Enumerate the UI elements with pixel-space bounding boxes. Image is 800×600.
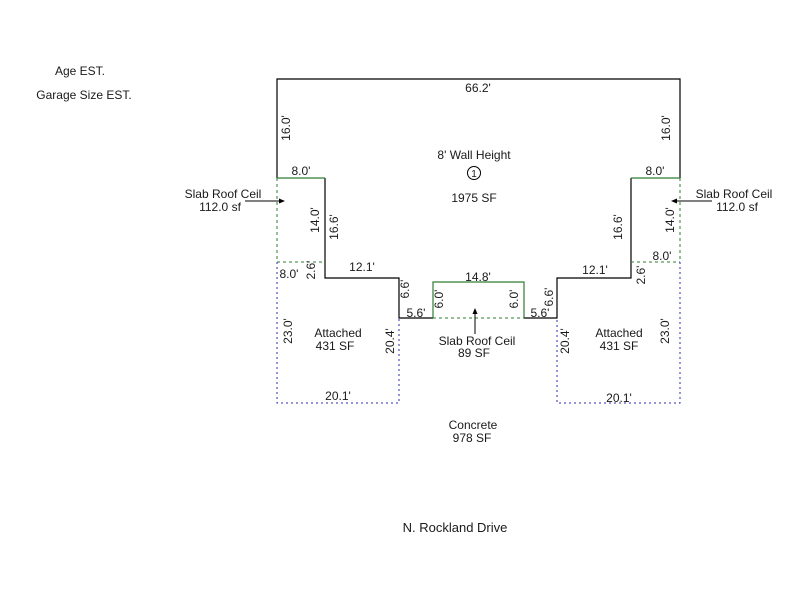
center-slab-arrowhead [472,308,478,314]
dim-right-side: 16.6' [611,214,625,240]
floor-number-marker [467,166,481,180]
center-slab-area: 89 SF [458,346,490,360]
street-name: N. Rockland Drive [403,520,508,535]
dim-right-notch-top: 8.0' [646,164,665,178]
right-slab-area: 112.0 sf [716,200,758,214]
wall-height-label: 8' Wall Height [437,148,511,162]
dim-top: 66.2' [465,81,491,95]
house-lower-right-walls [524,178,632,319]
dim-right-small: 2.6' [634,266,648,285]
dim-left-drop: 6.6' [398,280,412,299]
dim-left-garage-inner: 20.4' [383,328,397,354]
dim-left-upper: 16.0' [279,115,293,141]
center-slab-outline [432,281,525,318]
dim-left-notch-top: 8.0' [292,164,311,178]
dim-left-side: 16.6' [327,214,341,240]
dim-right-garage-bottom: 20.1' [606,391,632,405]
dim-left-notch-inner: 14.0' [308,207,322,233]
left-garage-outline [276,262,400,404]
dim-left-step: 12.1' [349,260,375,274]
right-garage-area: 431 SF [600,339,639,353]
house-lower-left-walls [324,178,433,319]
floor-number: 1 [471,169,477,180]
left-slab-arrowhead [279,198,285,204]
dim-center-left: 6.0' [432,290,446,309]
age-label: Age EST. [55,64,105,78]
right-garage-outline [556,262,681,404]
dim-right-notch-inner: 14.0' [663,207,677,233]
dim-left-short: 5.6' [407,306,426,320]
concrete-area: 978 SF [453,431,492,445]
dim-right-step: 12.1' [582,263,608,277]
main-area-sf: 1975 SF [451,191,496,205]
dim-left-small: 2.6' [304,261,318,280]
dim-center-top: 14.8' [465,270,491,284]
dim-left-garage-top: 8.0' [280,267,299,281]
right-garage-title: Attached [595,326,642,340]
garage-size-label: Garage Size EST. [36,88,131,102]
right-slab-title: Slab Roof Ceil [696,187,773,201]
dim-right-garage-top: 8.0' [653,249,672,263]
house-outline [276,78,681,178]
right-slab-arrowhead [671,198,677,204]
left-garage-area: 431 SF [316,339,355,353]
dim-right-upper: 16.0' [659,115,673,141]
dim-right-drop: 6.6' [542,288,556,307]
center-slab-title: Slab Roof Ceil [439,334,516,348]
left-garage-title: Attached [314,326,361,340]
left-slab-area: 112.0 sf [199,200,241,214]
dim-left-garage-bottom: 20.1' [325,389,351,403]
left-slab-title: Slab Roof Ceil [185,187,262,201]
dim-right-garage-side: 23.0' [658,318,672,344]
dim-left-garage-side: 23.0' [281,318,295,344]
dim-center-right: 6.0' [507,290,521,309]
dim-right-garage-inner: 20.4' [558,328,572,354]
dim-right-short: 5.6' [531,306,550,320]
concrete-title: Concrete [449,418,498,432]
